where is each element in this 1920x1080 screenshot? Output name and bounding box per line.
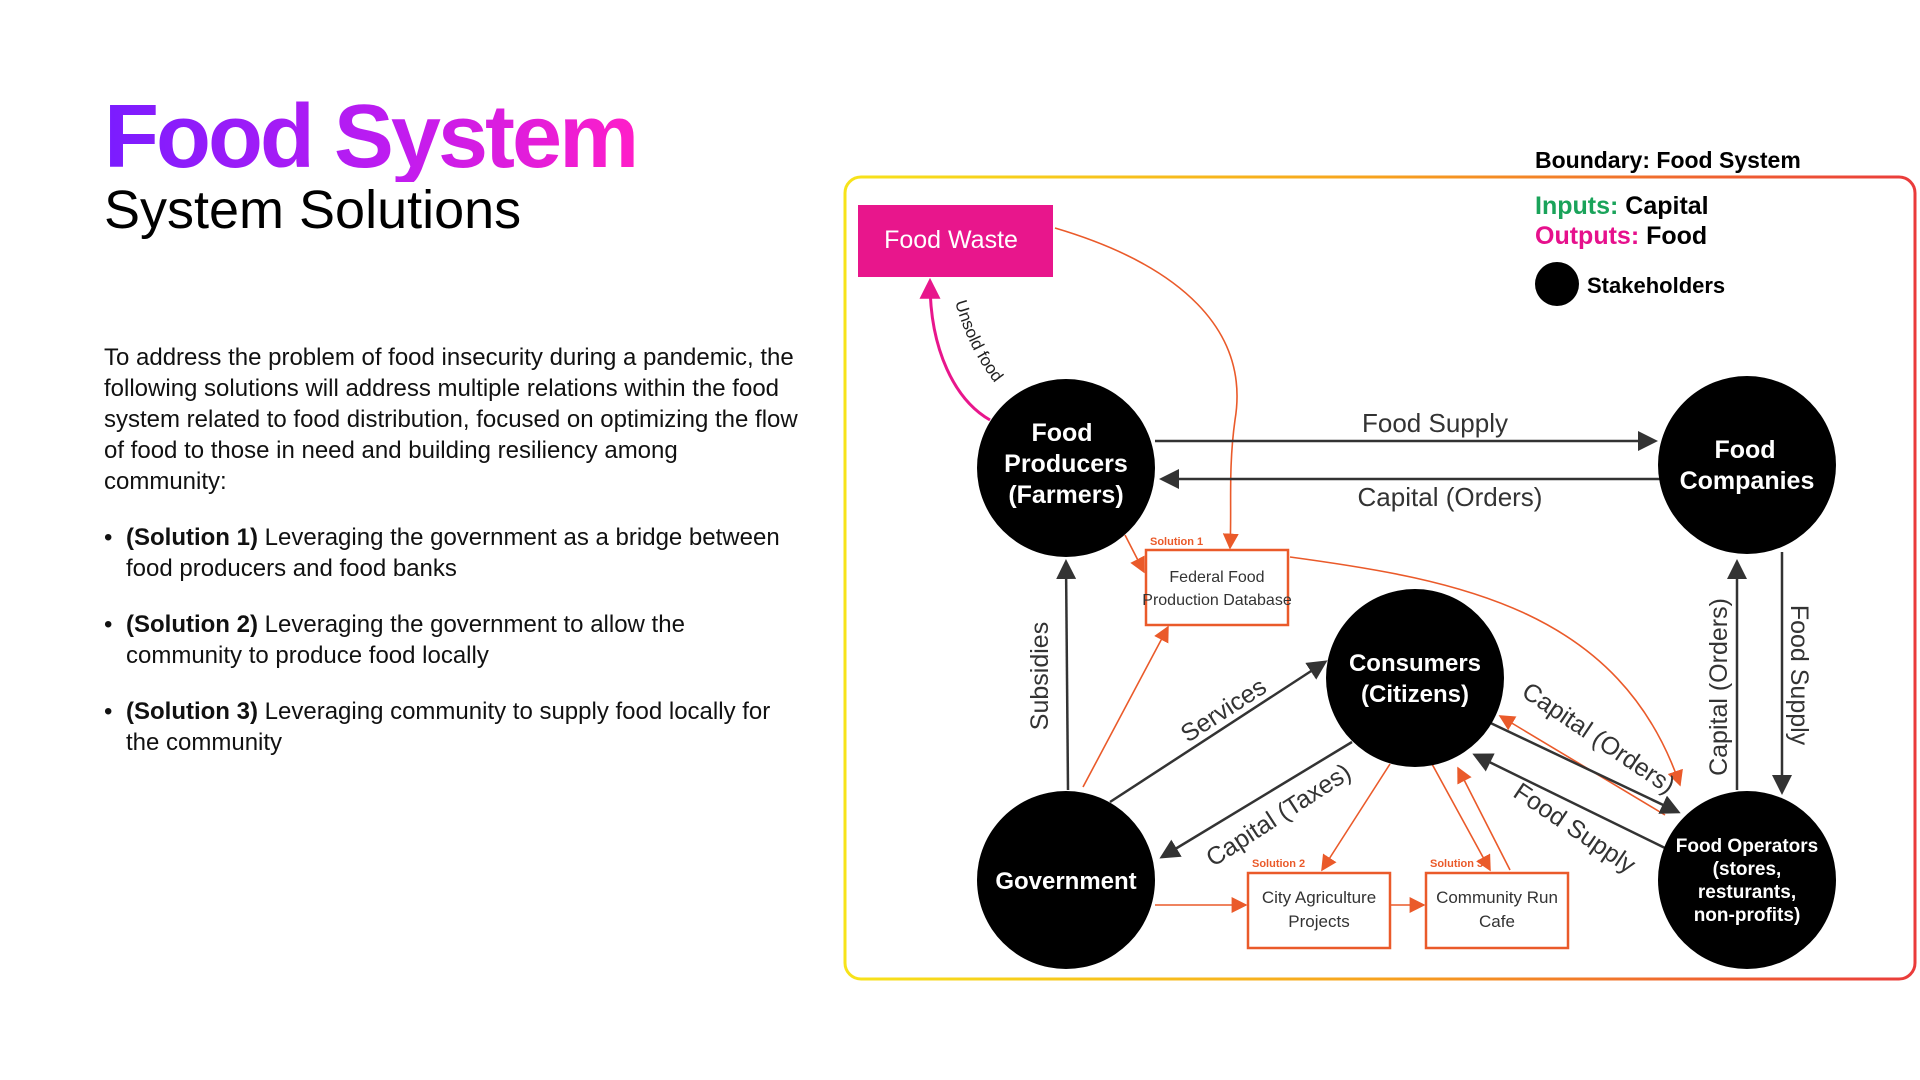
node-food-companies-line-2: Companies [1680, 467, 1815, 495]
node-consumers-circle [1326, 589, 1504, 767]
node-food-companies: Food Companies [1658, 376, 1836, 554]
solution-1-line-1: Federal Food [1169, 569, 1264, 586]
bullet-icon: • [104, 698, 113, 725]
list-item: • (Solution 1) Leveraging the government … [104, 522, 804, 584]
solution-1-line-2: Production Database [1142, 592, 1292, 609]
node-food-producers-line-3: (Farmers) [1008, 481, 1123, 509]
node-food-companies-circle [1658, 376, 1836, 554]
arrow-consumers-to-agriculture [1321, 763, 1391, 872]
node-consumers-line-1: Consumers [1349, 650, 1481, 677]
node-food-producers-circle [977, 379, 1155, 557]
node-food-producers-line-2: Producers [1004, 450, 1128, 478]
node-food-operators-line-3: resturants, [1698, 882, 1796, 903]
page-title: Food System [104, 87, 639, 187]
food-supply-diag-label: Food Supply [1508, 778, 1640, 880]
node-government-circle [977, 791, 1155, 969]
inputs-value: Capital [1618, 192, 1708, 220]
solution-3-box [1424, 871, 1570, 950]
stakeholder-legend-icon [1535, 262, 1579, 306]
outputs-legend: Outputs: Food [1535, 222, 1707, 250]
solution-1-tag: Solution 1 [1150, 536, 1203, 548]
food-supply-right-label: Food Supply [1785, 605, 1813, 746]
node-food-producers: Food Producers (Farmers) [977, 379, 1155, 557]
solution-2-tag: Solution 2 [1252, 858, 1305, 870]
services-label: Services [1176, 672, 1272, 748]
solution-3-tag: Solution 3 [1430, 858, 1483, 870]
stakeholders-legend-label: Stakeholders [1587, 273, 1725, 298]
arrow-cafe-to-consumers [1457, 766, 1511, 871]
boundary-label: Boundary: Food System [1535, 147, 1801, 173]
bullet-icon: • [104, 611, 113, 638]
node-food-producers-line-1: Food [1031, 419, 1092, 447]
node-food-operators-line-2: (stores, [1713, 859, 1782, 880]
intro-paragraph: To address the problem of food insecurit… [104, 344, 798, 495]
capital-orders-right-label: Capital (Orders) [1705, 598, 1733, 776]
unsold-food-label: Unsold food [951, 298, 1007, 386]
solution-3-line-2: Cafe [1479, 912, 1515, 931]
solution-3-line-1: Community Run [1436, 888, 1558, 907]
bullet-icon: • [104, 524, 113, 551]
food-waste-box [858, 205, 1053, 277]
capital-orders-diag-label: Capital (Orders) [1517, 677, 1680, 800]
arrow-food-supply-diag [1472, 753, 1666, 850]
system-boundary [843, 175, 1917, 981]
arrow-database-to-operators [1289, 556, 1683, 787]
arrow-government-to-database [1082, 625, 1169, 788]
node-food-operators: Food Operators (stores, resturants, non-… [1658, 791, 1836, 969]
arrow-waste-to-database [1054, 227, 1239, 550]
outputs-key: Outputs: [1535, 222, 1639, 250]
arrow-unsold-food [919, 277, 991, 422]
solution-text: Leveraging community to supply food loca… [126, 698, 771, 756]
inputs-legend: Inputs: Capital [1535, 192, 1709, 220]
solution-text: Leveraging the government to allow the c… [126, 611, 685, 669]
node-food-operators-line-1: Food Operators [1676, 836, 1819, 857]
node-government-label: Government [995, 868, 1136, 895]
food-supply-top-label: Food Supply [1362, 408, 1508, 438]
capital-taxes-label: Capital (Taxes) [1201, 758, 1356, 872]
arrow-services [1109, 660, 1328, 804]
node-food-operators-line-4: non-profits) [1694, 905, 1801, 926]
node-consumers: Consumers (Citizens) [1326, 589, 1504, 767]
solution-1-box [1144, 548, 1290, 627]
arrow-consumers-to-cafe [1431, 763, 1491, 872]
list-item: • (Solution 3) Leveraging community to su… [104, 696, 804, 758]
solution-label: (Solution 3) [126, 698, 258, 725]
solution-label: (Solution 1) [126, 524, 258, 551]
arrow-producers-to-database [1124, 534, 1145, 574]
solution-label: (Solution 2) [126, 611, 258, 638]
node-consumers-line-2: (Citizens) [1361, 681, 1469, 708]
arrow-subsidies [1056, 559, 1077, 791]
inputs-key: Inputs: [1535, 192, 1618, 220]
node-food-operators-circle [1658, 791, 1836, 969]
solution-2-line-1: City Agriculture [1262, 888, 1376, 907]
node-food-companies-line-1: Food [1714, 436, 1775, 464]
solution-2-box [1246, 871, 1392, 950]
node-government: Government [977, 791, 1155, 969]
arrow-capital-taxes [1159, 740, 1353, 859]
unsold-food-textpath: Unsold food [951, 298, 1007, 386]
capital-orders-top-label: Capital (Orders) [1358, 482, 1543, 512]
subsidies-label: Subsidies [1026, 622, 1054, 730]
solution-text: Leveraging the government as a bridge be… [126, 524, 780, 582]
page-subtitle: System Solutions [104, 180, 522, 240]
outputs-value: Food [1639, 222, 1707, 250]
solutions-list: • (Solution 1) Leveraging the government … [104, 522, 804, 783]
list-item: • (Solution 2) Leveraging the government … [104, 609, 804, 671]
food-waste-label: Food Waste [884, 226, 1018, 254]
solution-2-line-2: Projects [1288, 912, 1349, 931]
arrow-capital-orders-diag [1479, 716, 1681, 814]
